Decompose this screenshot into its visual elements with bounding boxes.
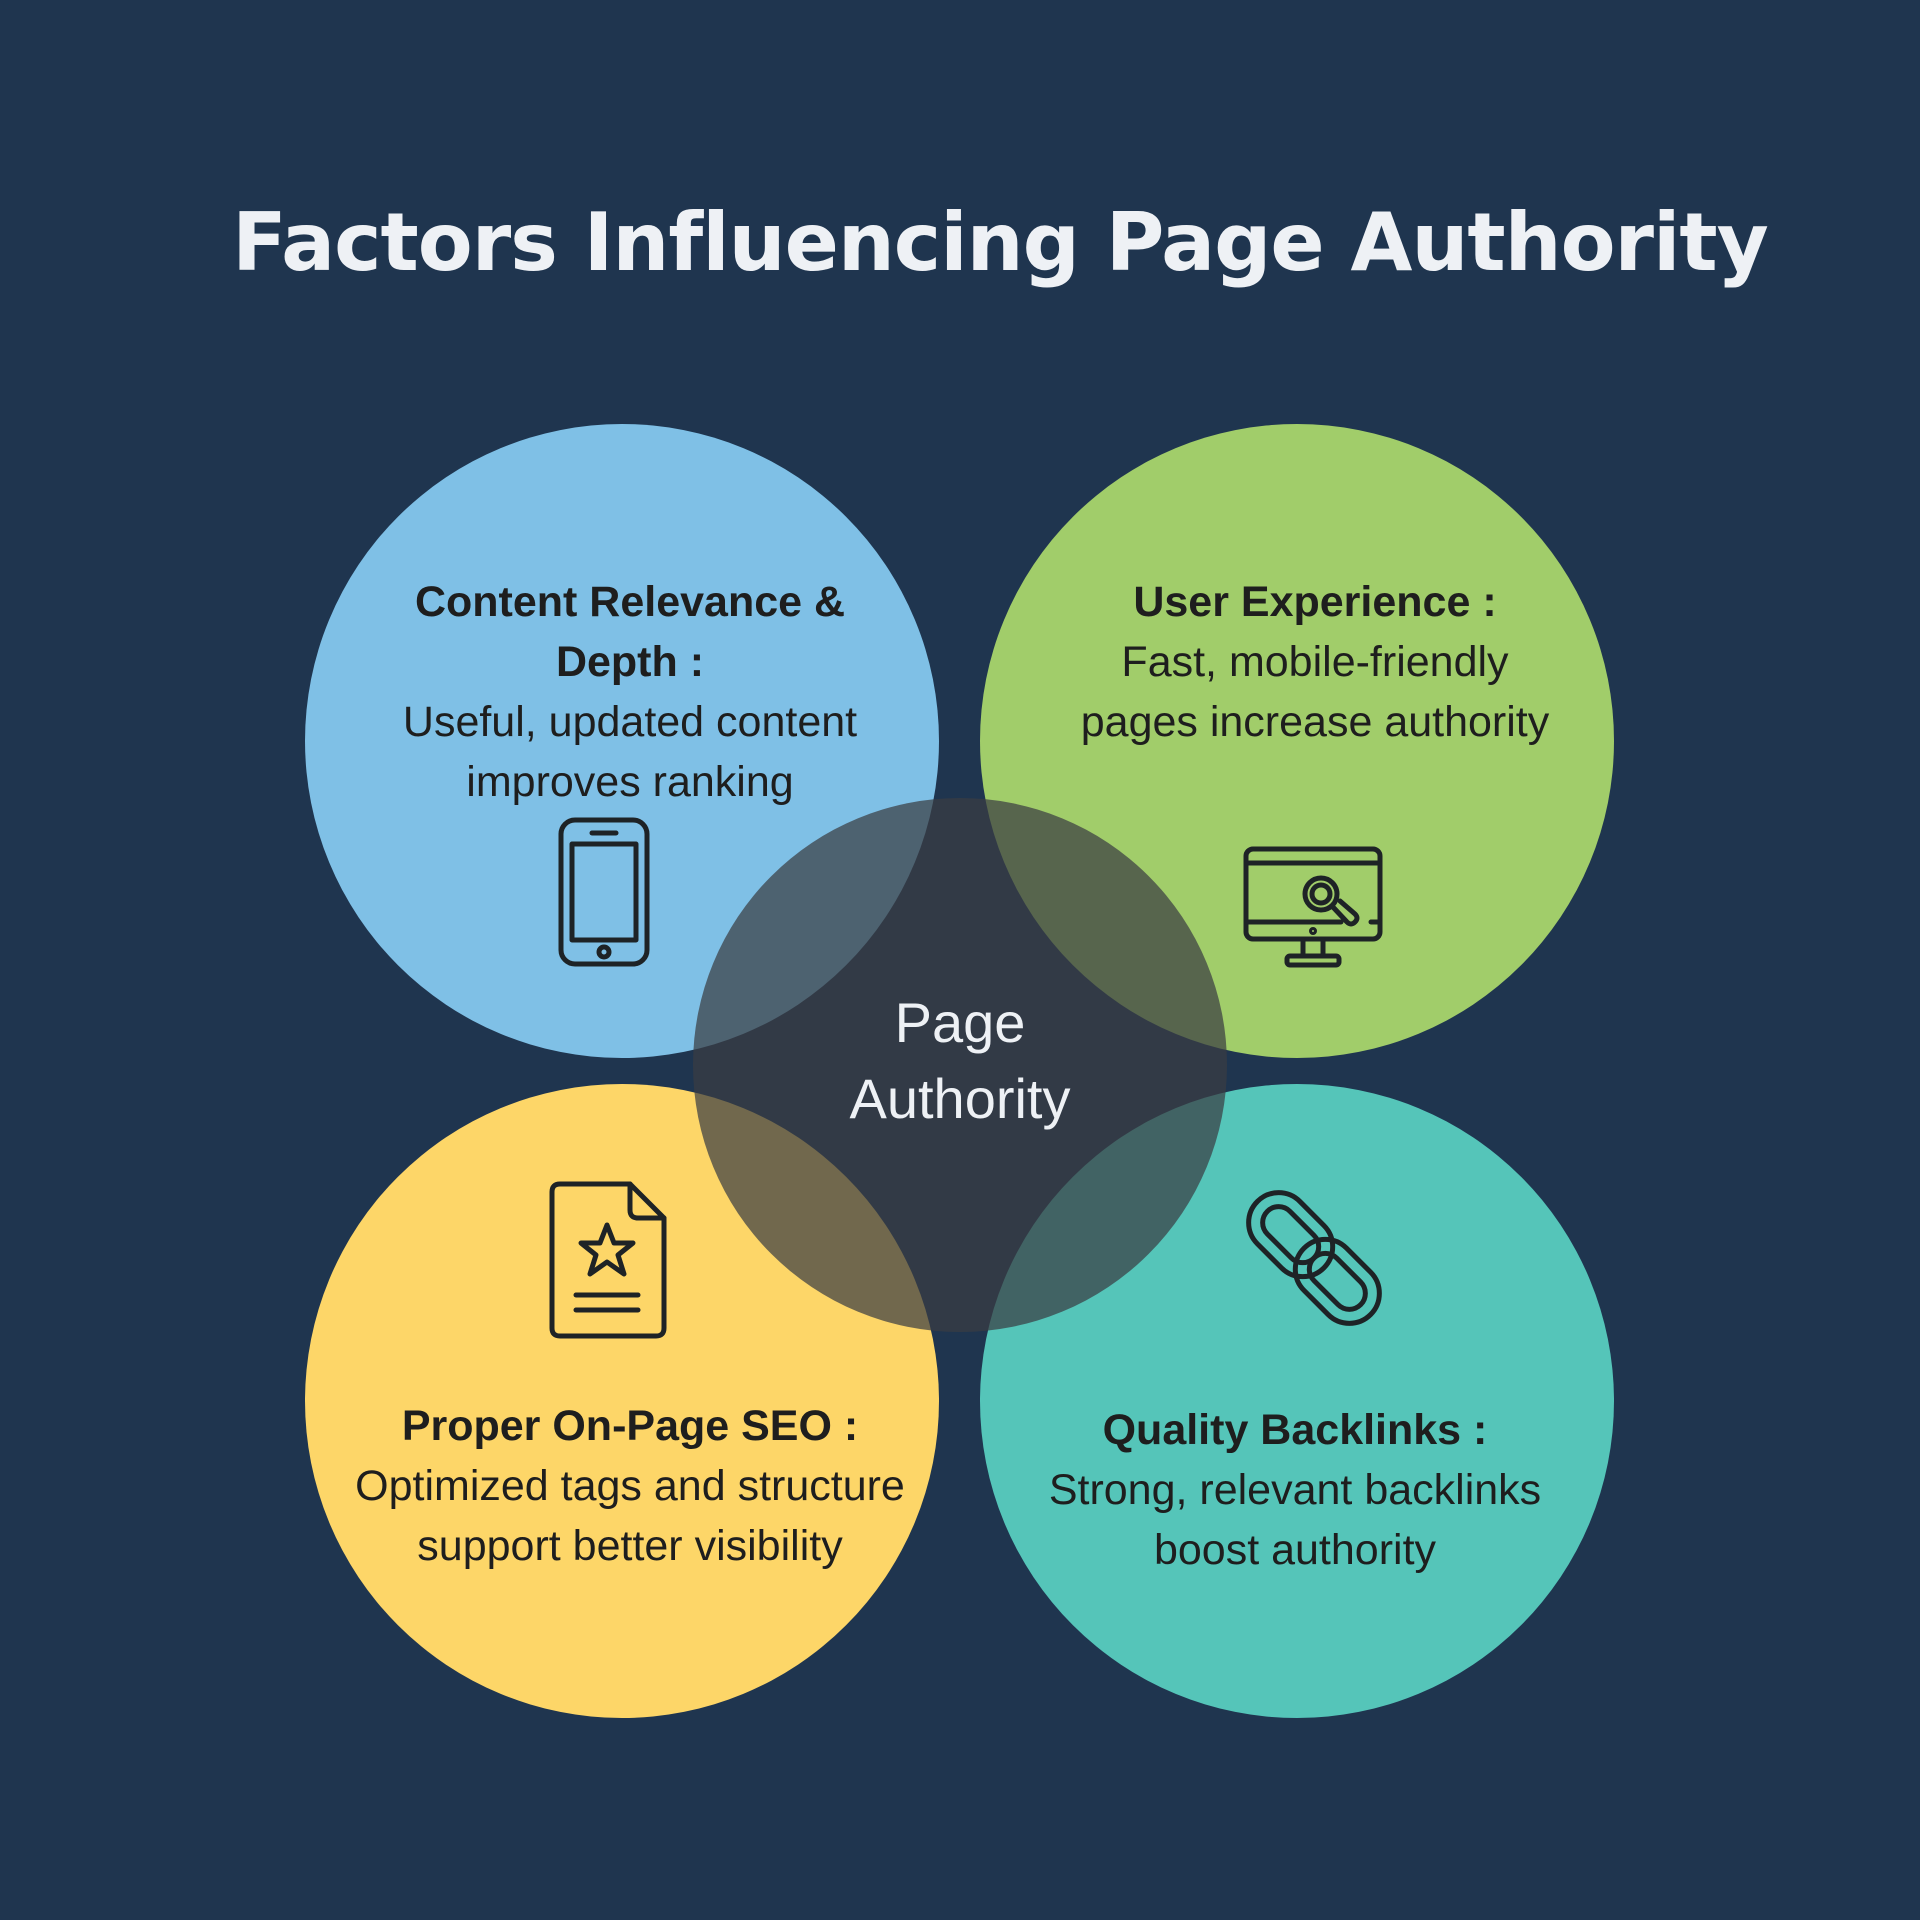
- smartphone-icon: [556, 816, 652, 968]
- content-relevance-block: Content Relevance & Depth : Useful, upda…: [360, 572, 900, 812]
- monitor-search-icon: [1243, 846, 1383, 970]
- on-page-seo-heading: Proper On-Page SEO :: [401, 1402, 859, 1450]
- page-title: Factors Influencing Page Authority: [232, 196, 1769, 289]
- heading-line: Content Relevance &: [414, 578, 846, 626]
- user-experience-body-line: Fast, mobile-friendly: [1121, 638, 1509, 686]
- heading-line: Depth :: [555, 638, 705, 686]
- content-relevance-body-line: Useful, updated content: [402, 698, 858, 746]
- on-page-seo-body-line: support better visibility: [417, 1522, 843, 1570]
- content-relevance-body-line: improves ranking: [466, 758, 794, 806]
- content-relevance-heading: Content Relevance & Depth :: [360, 572, 900, 692]
- on-page-seo-block: Proper On-Page SEO : Optimized tags and …: [320, 1396, 940, 1576]
- center-label-line: Authority: [849, 1067, 1071, 1130]
- document-star-icon: [548, 1180, 668, 1340]
- page-authority-center-circle: [693, 798, 1227, 1332]
- quality-backlinks-heading: Quality Backlinks :: [1102, 1406, 1488, 1454]
- page-authority-label: Page Authority: [693, 985, 1227, 1137]
- quality-backlinks-block: Quality Backlinks : Strong, relevant bac…: [1010, 1400, 1580, 1580]
- center-label-line: Page: [894, 991, 1026, 1054]
- user-experience-block: User Experience : Fast, mobile-friendly …: [1035, 572, 1595, 752]
- user-experience-heading: User Experience :: [1133, 578, 1497, 626]
- on-page-seo-body-line: Optimized tags and structure: [355, 1462, 905, 1510]
- user-experience-body-line: pages increase authority: [1080, 698, 1550, 746]
- quality-backlinks-body-line: boost authority: [1153, 1526, 1437, 1574]
- quality-backlinks-body-line: Strong, relevant backlinks: [1048, 1466, 1542, 1514]
- chain-link-icon: [1232, 1176, 1396, 1340]
